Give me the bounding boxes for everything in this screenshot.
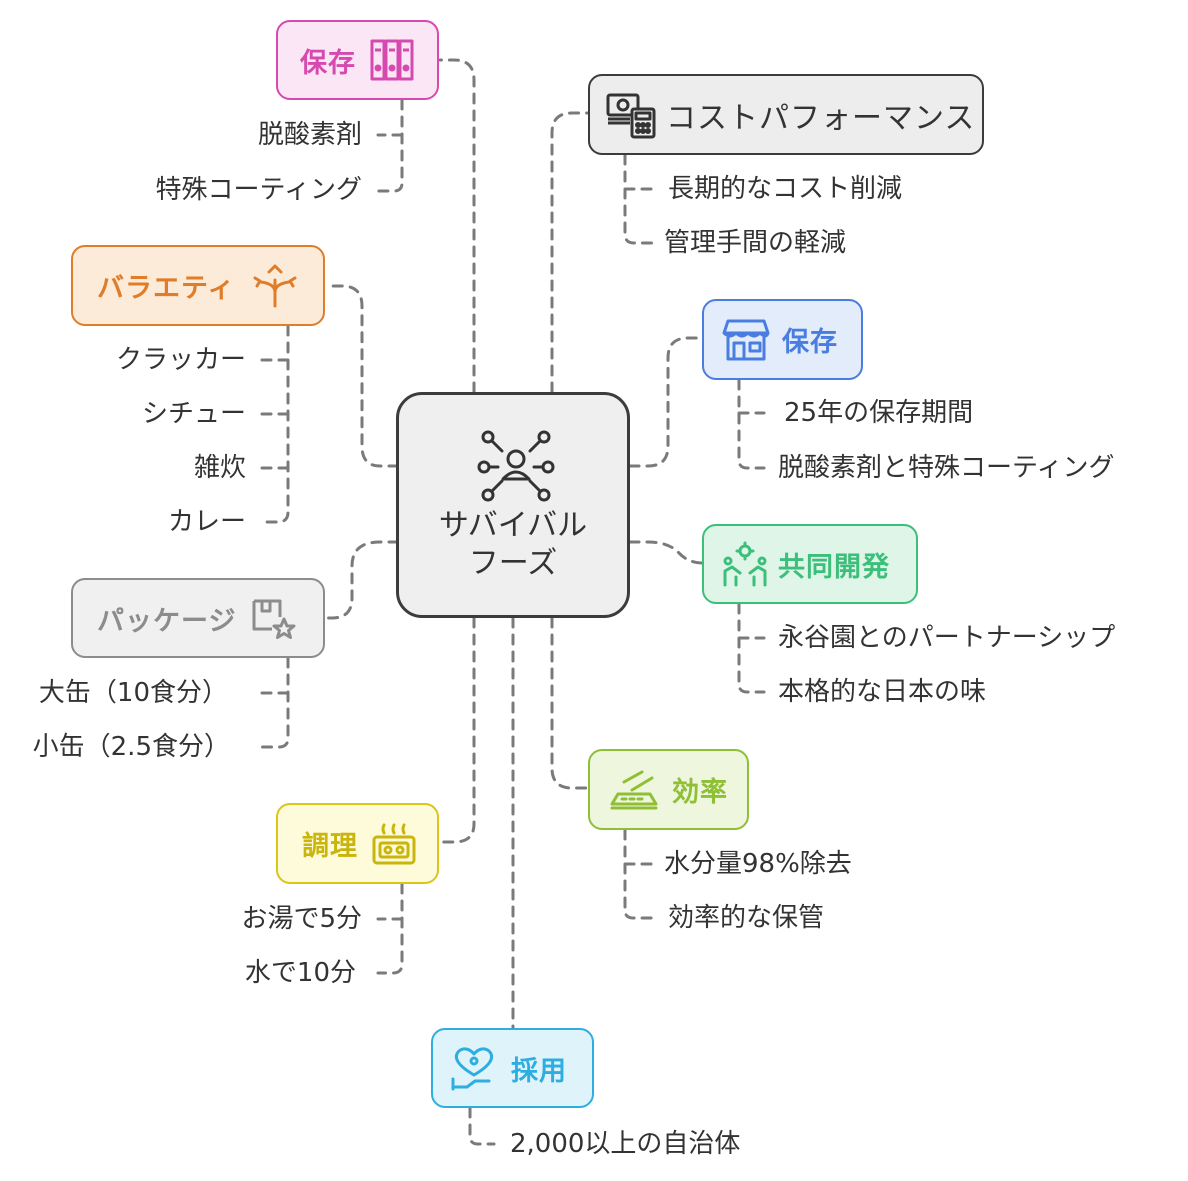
variety-item-4: カレー — [167, 507, 246, 537]
cooking-item-1: お湯で5分 — [241, 904, 362, 934]
collaboration-icon — [723, 541, 767, 587]
branch-cost: コストパフォーマンス — [588, 74, 984, 155]
package-item-2: 小缶（2.5食分） — [32, 732, 230, 762]
connector-storage-left-items — [376, 98, 404, 193]
codevelop-item-1: 永谷園とのパートナーシップ — [778, 623, 1116, 653]
codevelop-item-2: 本格的な日本の味 — [778, 677, 987, 707]
connector-storage-right-items — [737, 378, 766, 470]
branch-storage-right: 保存 — [702, 299, 863, 380]
branch-cooking-label: 調理 — [302, 831, 358, 862]
connector-center-variety — [324, 284, 400, 468]
efficiency-item-1: 水分量98%除去 — [664, 849, 852, 879]
network-person-icon — [477, 430, 555, 502]
variety-item-1: クラッカー — [115, 345, 246, 375]
cooking-pot-icon — [372, 823, 416, 864]
stack-arrow-icon — [610, 770, 658, 809]
branch-adoption-label: 採用 — [511, 1055, 567, 1087]
cooking-item-2: 水で10分 — [244, 958, 356, 988]
connector-adoption-items — [468, 1106, 496, 1146]
storage-left-item-1: 脱酸素剤 — [257, 120, 362, 150]
heart-hand-icon — [451, 1047, 494, 1091]
package-star-icon — [252, 599, 296, 639]
connector-center-storage-left — [438, 58, 476, 394]
cost-item-1: 長期的なコスト削減 — [668, 174, 903, 204]
central-topic-line2: フーズ — [468, 546, 558, 581]
branch-codevelop: 共同開発 — [702, 524, 918, 604]
branch-efficiency-label: 効率 — [672, 777, 728, 808]
storage-left-item-2: 特殊コーティング — [155, 175, 362, 205]
file-cabinet-icon — [370, 39, 414, 81]
connector-cooking-items — [376, 882, 404, 975]
connector-cost-items — [623, 153, 654, 245]
branching-arrows-icon — [253, 264, 297, 307]
central-topic-node: サバイバル フーズ — [396, 392, 630, 618]
package-item-1: 大缶（10食分） — [38, 678, 228, 708]
branch-storage-right-label: 保存 — [782, 327, 838, 358]
branch-variety-label: バラエティ — [97, 273, 236, 304]
branch-adoption: 採用 — [431, 1028, 594, 1108]
branch-cooking: 調理 — [276, 803, 439, 884]
connector-center-package — [324, 540, 400, 620]
connector-center-codevelop — [628, 540, 704, 565]
branch-variety: バラエティ — [71, 245, 325, 326]
cost-item-2: 管理手間の軽減 — [664, 228, 847, 258]
central-topic-line1: サバイバル — [438, 508, 588, 543]
storage-right-item-2: 脱酸素剤と特殊コーティング — [778, 453, 1115, 483]
connector-center-storage-right — [628, 336, 704, 468]
money-calculator-icon — [606, 93, 656, 138]
connector-codevelop-items — [737, 602, 766, 694]
storefront-icon — [722, 319, 770, 360]
connector-efficiency-items — [623, 828, 654, 920]
connector-center-cooking — [438, 616, 476, 844]
adoption-item-1: 2,000以上の自治体 — [510, 1129, 741, 1159]
connector-package-items — [260, 656, 290, 749]
branch-package: パッケージ — [71, 578, 325, 658]
connector-center-cost — [550, 111, 590, 394]
branch-storage-left: 保存 — [276, 20, 439, 100]
branch-cost-label: コストパフォーマンス — [666, 100, 976, 136]
connector-variety-items — [260, 324, 290, 524]
branch-package-label: パッケージ — [97, 605, 237, 637]
branch-storage-left-label: 保存 — [300, 47, 356, 79]
efficiency-item-2: 効率的な保管 — [668, 903, 825, 933]
branch-codevelop-label: 共同開発 — [778, 551, 890, 583]
variety-item-2: シチュー — [141, 399, 246, 429]
branch-efficiency: 効率 — [588, 749, 749, 830]
variety-item-3: 雑炊 — [193, 453, 246, 483]
connector-center-efficiency — [550, 616, 590, 790]
storage-right-item-1: 25年の保存期間 — [784, 398, 974, 428]
